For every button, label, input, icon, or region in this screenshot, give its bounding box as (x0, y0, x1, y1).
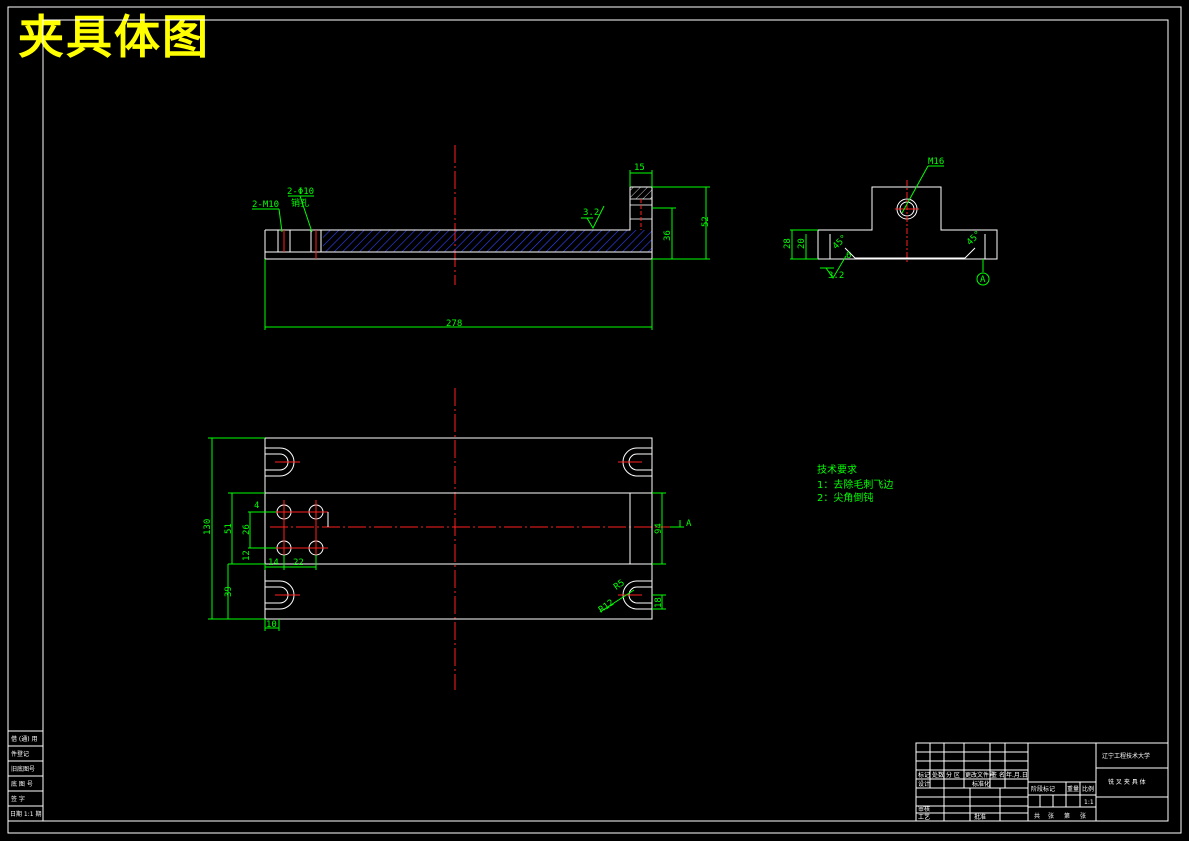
tb-h-doc: 更改文件号 (965, 771, 995, 779)
datum-a-side: A (980, 275, 986, 285)
outer-frame (7, 6, 1182, 834)
datum-a-plan: A (686, 519, 692, 529)
tb-h-zone: 分 区 (946, 771, 960, 779)
dim-angle-left: 45° (831, 233, 850, 252)
tb-h-date: 年.月.日 (1006, 771, 1028, 779)
drawing-title: 夹具体图 (18, 10, 210, 64)
left-row-6: 日期 1:1 期 (10, 810, 41, 818)
dim-m16: M16 (928, 157, 944, 167)
dim-r5: R5 (612, 578, 627, 592)
dim-6: 6 (846, 251, 851, 261)
dim-28: 28 (783, 238, 793, 249)
dim-36: 36 (663, 230, 673, 241)
title-block: 标记 处数 分 区 更改文件号 签 名 年.月.日 设计 标准化 审核 工艺 批… (915, 742, 1169, 822)
left-row-5: 签 字 (11, 795, 25, 803)
tb-sheet-4: 张 (1080, 812, 1086, 820)
tech-req-heading: 技术要求 (817, 463, 857, 476)
left-row-2: 件登记 (11, 750, 29, 758)
dim-39: 39 (224, 586, 234, 597)
dim-pin-note: 销孔 (291, 197, 309, 209)
dim-angle-right: 45° (965, 229, 984, 248)
tb-stage: 阶段标记 (1031, 785, 1055, 793)
dim-14: 14 (268, 558, 279, 568)
dim-4: 4 (254, 501, 259, 511)
inner-frame (42, 19, 1169, 822)
dim-20: 20 (797, 238, 807, 249)
left-row-1: 借 (通) 用 (11, 735, 38, 743)
dim-18: 18 (654, 597, 664, 608)
tb-role-design: 设计 (918, 780, 930, 788)
tb-role-review: 审核 (918, 805, 930, 813)
technical-requirements: 技术要求 1：去除毛刺飞边 2：尖角倒钝 (817, 463, 893, 504)
tb-h-mark: 标记 (918, 771, 930, 779)
dim-278: 278 (446, 319, 462, 329)
tb-approve: 批准 (974, 813, 986, 821)
tb-role-process: 工艺 (918, 813, 930, 821)
dim-94: 94 (654, 523, 664, 534)
plan-view: 130 51 26 12 39 4 14 22 10 94 18 R12 (203, 388, 692, 690)
dim-130: 130 (203, 519, 213, 535)
roughness-top: 3.2 (583, 208, 599, 218)
tb-sheet-1: 共 (1034, 812, 1040, 820)
left-row-4: 底 图 号 (11, 780, 33, 788)
dim-52: 52 (701, 216, 711, 227)
dim-12: 12 (242, 550, 252, 561)
roughness-side: 3.2 (828, 271, 844, 281)
tb-standardize: 标准化 (972, 780, 990, 788)
dim-2-m10: 2-M10 (252, 200, 279, 210)
tech-req-item-2: 2：尖角倒钝 (817, 491, 873, 504)
tb-sheet-3: 第 (1064, 812, 1070, 820)
tb-ratio: 比例 (1082, 785, 1094, 793)
dim-15: 15 (634, 163, 645, 173)
dim-26: 26 (242, 524, 252, 535)
tb-weight: 重量 (1067, 785, 1079, 793)
tb-h-sign: 签 名 (991, 771, 1005, 779)
left-margin-table: 借 (通) 用 件登记 旧底图号 底 图 号 签 字 日期 1:1 期 (7, 730, 44, 822)
tb-drawing-name: 铣 叉 夹 具 体 (1108, 778, 1146, 786)
side-view: M16 28 20 45° 45° 6 3.2 A (783, 157, 998, 286)
tech-req-item-1: 1：去除毛刺飞边 (817, 478, 893, 491)
dim-51: 51 (224, 523, 234, 534)
left-row-3: 旧底图号 (11, 765, 35, 773)
dim-r12: R12 (597, 598, 616, 616)
tb-h-count: 处数 (932, 771, 944, 779)
tb-sheet-2: 张 (1048, 812, 1054, 820)
dim-10: 10 (266, 620, 277, 630)
tb-school: 辽宁工程技术大学 (1102, 752, 1150, 760)
tb-scale: 1:1 (1084, 799, 1094, 806)
front-view: 2-M10 2-Φ10 销孔 3.2 15 52 36 278 (252, 145, 711, 330)
dim-22: 22 (293, 558, 304, 568)
dim-2-phi10: 2-Φ10 (287, 187, 314, 197)
